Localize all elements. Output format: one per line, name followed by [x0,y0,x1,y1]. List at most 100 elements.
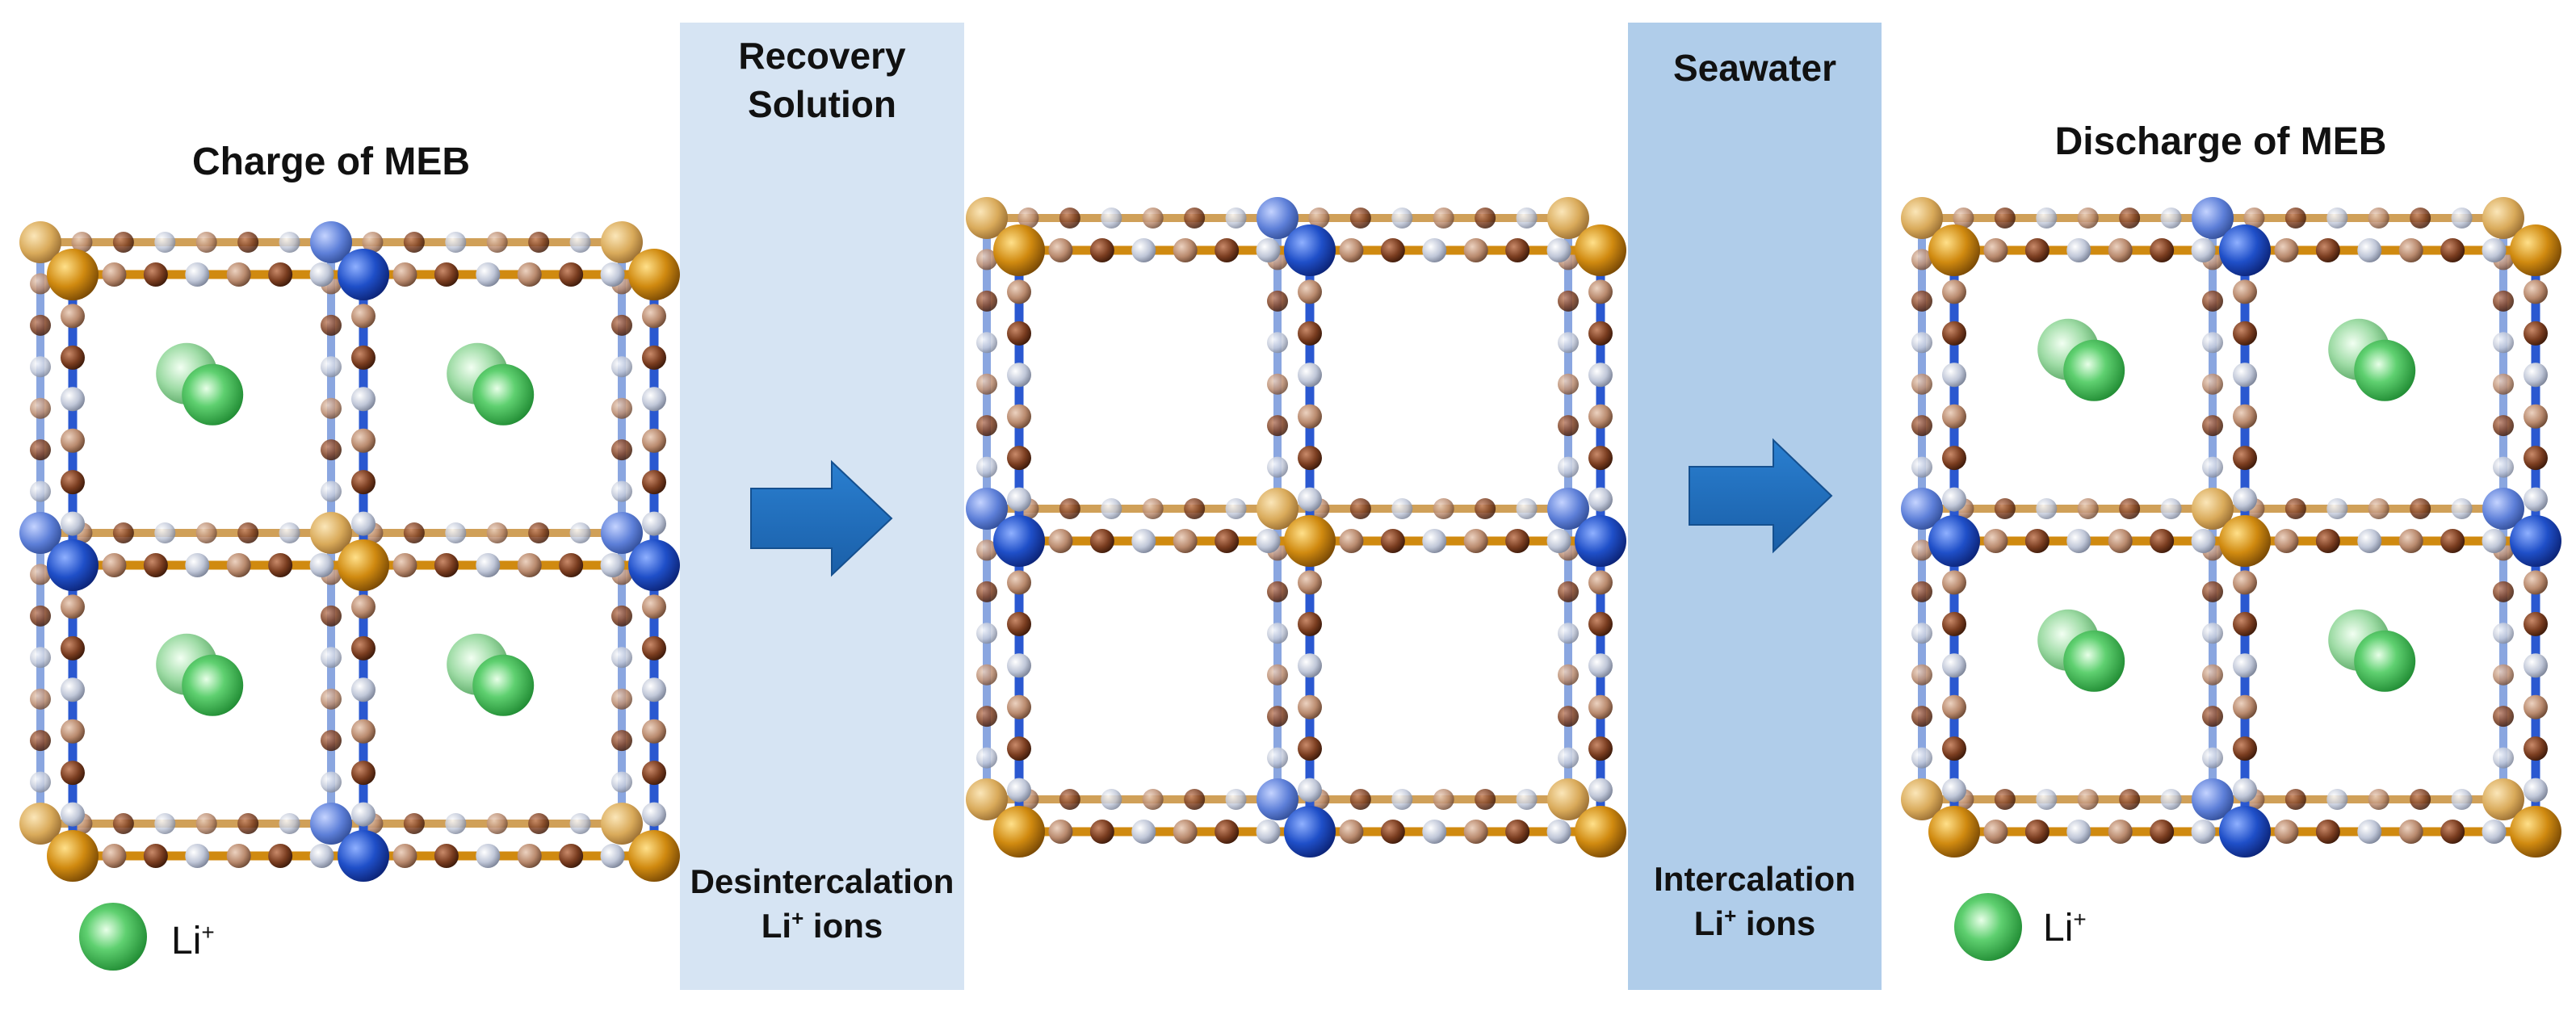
atom [2233,363,2257,388]
atom [71,232,93,253]
atom [1575,806,1626,858]
atom [600,553,625,577]
atom [351,511,375,536]
atom [1298,570,1322,595]
atom [2315,820,2340,844]
atom [2191,529,2216,553]
intercalation-arrow [1689,438,1833,554]
atom [1505,238,1530,262]
atom [2482,197,2524,239]
atom [476,553,501,577]
atom [2036,498,2058,519]
atom [966,197,1008,239]
atom [600,262,625,287]
atom [338,249,389,300]
atom [559,262,584,287]
atom [1089,820,1114,844]
atom [2482,488,2524,530]
atom [2368,789,2389,810]
atom [1547,197,1589,239]
atom [1911,415,1932,437]
atom [195,232,217,253]
atom [2191,820,2216,844]
atom [2440,238,2465,262]
atom [321,439,342,461]
atom [1257,197,1298,239]
atom [528,232,550,253]
atom [2284,498,2306,519]
atom [2493,415,2514,437]
recovery-label-line1: Recovery [738,35,906,77]
atom [2274,820,2299,844]
atom [154,522,176,543]
atom [1173,820,1198,844]
atom [403,232,425,253]
atom [445,522,467,543]
atom [1059,208,1080,229]
atom [392,262,417,287]
atom [2108,238,2133,262]
atom [486,522,508,543]
atom [321,771,342,793]
recovery-solution-label: Recovery Solution [680,32,964,129]
atom [2077,208,2099,229]
atom [1349,208,1371,229]
atom [351,635,375,660]
atom [321,647,342,669]
atom [1942,446,1966,471]
atom [993,224,1045,276]
atom [642,594,666,619]
atom [2524,404,2548,429]
atom [1588,778,1613,803]
atom [2150,529,2175,553]
atom [1911,456,1932,478]
atom [30,314,51,336]
atom [2524,653,2548,678]
atom [1007,694,1031,719]
atom [112,522,134,543]
empty-lattice [966,197,1626,858]
lithium-ion [182,363,244,426]
atom [528,522,550,543]
atom [2357,238,2382,262]
ions-text: ions [1736,904,1816,942]
atom [1942,736,1966,761]
atom [2510,515,2561,567]
atom [1547,488,1589,530]
atom [642,802,666,827]
atom [2202,623,2223,644]
atom [1391,789,1413,810]
intercalation-line1: Intercalation [1654,860,1856,898]
atom [1284,224,1336,276]
atom [1089,238,1114,262]
atom [1994,208,2016,229]
atom [2398,529,2423,553]
atom [2192,197,2234,239]
atom [976,415,997,437]
atom [1184,789,1206,810]
atom [1131,820,1156,844]
atom [642,677,666,702]
atom [1942,404,1966,429]
atom [2482,238,2507,262]
atom [559,553,584,577]
atom [1267,706,1288,728]
atom [1942,694,1966,719]
atom [1433,789,1454,810]
atom [279,232,300,253]
atom [2202,456,2223,478]
atom [1101,208,1122,229]
atom [976,456,997,478]
atom [1558,623,1579,644]
atom [61,511,85,536]
atom [2233,611,2257,636]
atom [403,813,425,834]
atom [154,232,176,253]
atom [2202,373,2223,395]
atom [321,605,342,627]
atom [611,356,632,378]
atom [61,345,85,370]
atom [628,830,680,882]
atom [2524,570,2548,595]
atom [1911,539,1932,561]
